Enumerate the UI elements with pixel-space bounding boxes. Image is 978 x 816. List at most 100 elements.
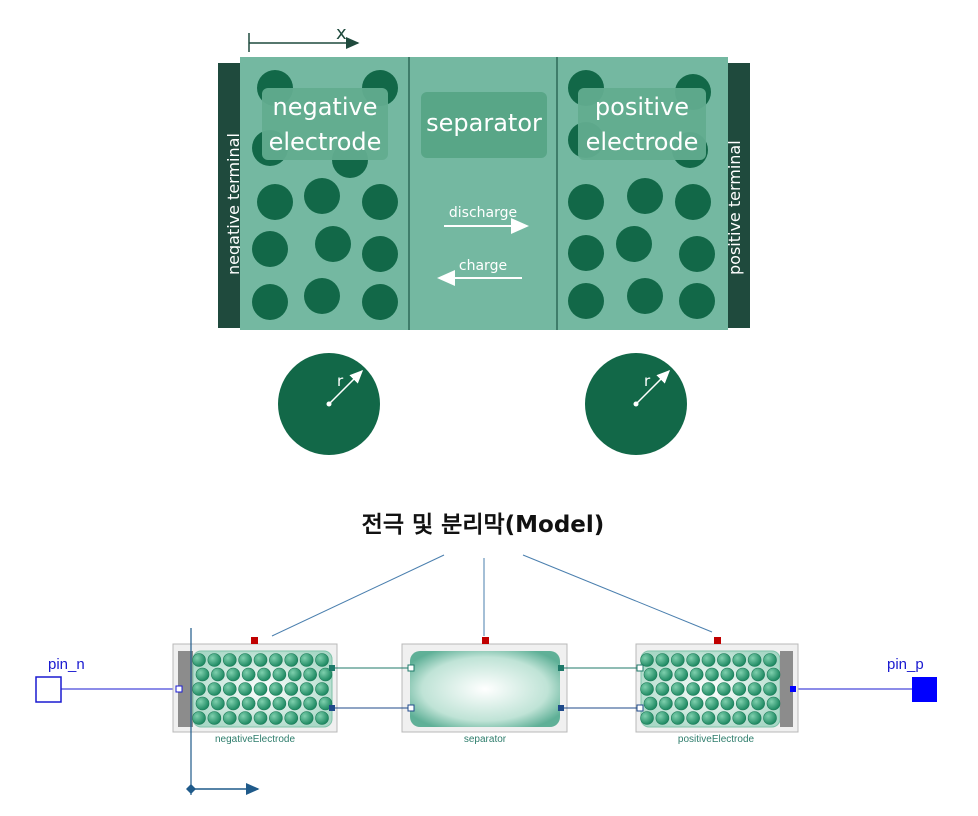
model-particle bbox=[674, 667, 689, 682]
model-particle bbox=[689, 696, 704, 711]
positive-electrode-block-label: positiveElectrode bbox=[678, 734, 755, 745]
model-particle bbox=[686, 682, 700, 696]
model-particle bbox=[705, 667, 719, 682]
model-title: 전극 및 분리막(Model) bbox=[362, 512, 605, 538]
model-particle bbox=[284, 711, 299, 725]
radius-label-left: r bbox=[337, 372, 344, 390]
positive-terminal bbox=[726, 63, 750, 328]
model-particle bbox=[192, 682, 206, 696]
negative-electrode-balls bbox=[192, 653, 333, 725]
model-particle bbox=[747, 682, 762, 696]
separator-label-box bbox=[421, 92, 547, 158]
model-particle bbox=[747, 653, 762, 667]
particle bbox=[252, 284, 288, 320]
model-particle bbox=[766, 696, 781, 711]
positive-electrode-balls bbox=[640, 653, 781, 725]
negative-electrode-label-line1: negative bbox=[273, 93, 378, 121]
positive-electrode-label-line2: electrode bbox=[586, 128, 699, 156]
particle bbox=[568, 283, 604, 319]
model-particle bbox=[238, 653, 252, 667]
connection-wires bbox=[335, 667, 637, 709]
charge-label: charge bbox=[459, 258, 507, 274]
coordinate-axes bbox=[186, 628, 260, 795]
pin-n-label: pin_n bbox=[48, 656, 85, 673]
negative-terminal-label: negative terminal bbox=[224, 133, 243, 275]
negative-electrode-block[interactable] bbox=[172, 637, 338, 733]
model-particle bbox=[226, 696, 241, 711]
model-particle bbox=[318, 696, 333, 711]
model-particle bbox=[763, 653, 777, 667]
model-particle bbox=[207, 653, 222, 667]
model-particle bbox=[287, 667, 302, 682]
model-particle bbox=[659, 667, 673, 682]
model-particle bbox=[207, 682, 222, 696]
particle bbox=[616, 226, 652, 262]
model-particle bbox=[643, 696, 658, 711]
model-particle bbox=[732, 653, 747, 667]
model-particle bbox=[689, 667, 704, 682]
particle bbox=[679, 236, 715, 272]
positive-electrode-block[interactable] bbox=[635, 637, 799, 733]
negative-single-particle: r bbox=[278, 353, 380, 455]
particle bbox=[627, 278, 663, 314]
model-particle bbox=[701, 682, 716, 696]
model-particle bbox=[269, 711, 283, 725]
particle bbox=[362, 184, 398, 220]
model-particle bbox=[686, 653, 700, 667]
model-particle bbox=[655, 711, 670, 725]
model-particle bbox=[643, 667, 658, 682]
model-particle bbox=[315, 711, 329, 725]
model-particle bbox=[674, 696, 689, 711]
model-particle bbox=[269, 653, 283, 667]
model-particle bbox=[272, 696, 287, 711]
particle bbox=[568, 235, 604, 271]
model-particle bbox=[207, 711, 222, 725]
pin-p-label: pin_p bbox=[887, 656, 924, 673]
model-particle bbox=[640, 682, 654, 696]
model-particle bbox=[735, 696, 750, 711]
callout-lines bbox=[271, 554, 713, 637]
model-particle bbox=[701, 711, 716, 725]
model-particle bbox=[257, 667, 271, 682]
negative-electrode-label-box bbox=[262, 88, 388, 160]
model-particle bbox=[192, 653, 206, 667]
model-particle bbox=[763, 682, 777, 696]
model-particle bbox=[192, 711, 206, 725]
particle bbox=[315, 226, 351, 262]
radius-label-right: r bbox=[644, 372, 651, 390]
model-particle bbox=[195, 696, 210, 711]
model-particle bbox=[670, 653, 685, 667]
separator-label: separator bbox=[426, 109, 542, 137]
particle bbox=[679, 283, 715, 319]
model-particle bbox=[686, 711, 700, 725]
pin-n-connector[interactable] bbox=[35, 676, 62, 703]
x-axis-label: x bbox=[336, 23, 347, 44]
pin-p-connector[interactable] bbox=[912, 677, 937, 702]
particle bbox=[304, 278, 340, 314]
model-particle bbox=[253, 653, 268, 667]
model-particle bbox=[735, 667, 750, 682]
model-particle bbox=[705, 696, 719, 711]
model-particle bbox=[272, 667, 287, 682]
separator-block[interactable] bbox=[401, 637, 568, 733]
model-particle bbox=[670, 682, 685, 696]
model-particle bbox=[299, 653, 314, 667]
discharge-label: discharge bbox=[449, 205, 517, 221]
particle bbox=[568, 184, 604, 220]
negative-electrode-block-label: negativeElectrode bbox=[215, 734, 295, 745]
model-particle bbox=[284, 653, 299, 667]
model-particle bbox=[751, 667, 765, 682]
model-particle bbox=[253, 711, 268, 725]
x-axis: x bbox=[248, 23, 360, 52]
model-particle bbox=[211, 667, 225, 682]
model-particle bbox=[659, 696, 673, 711]
model-particle bbox=[195, 667, 210, 682]
model-particle bbox=[238, 711, 252, 725]
model-particle bbox=[299, 711, 314, 725]
positive-terminal-label: positive terminal bbox=[725, 140, 744, 275]
model-particle bbox=[253, 682, 268, 696]
model-particle bbox=[701, 653, 716, 667]
positive-electrode-label-line1: positive bbox=[595, 93, 689, 121]
model-particle bbox=[640, 653, 654, 667]
